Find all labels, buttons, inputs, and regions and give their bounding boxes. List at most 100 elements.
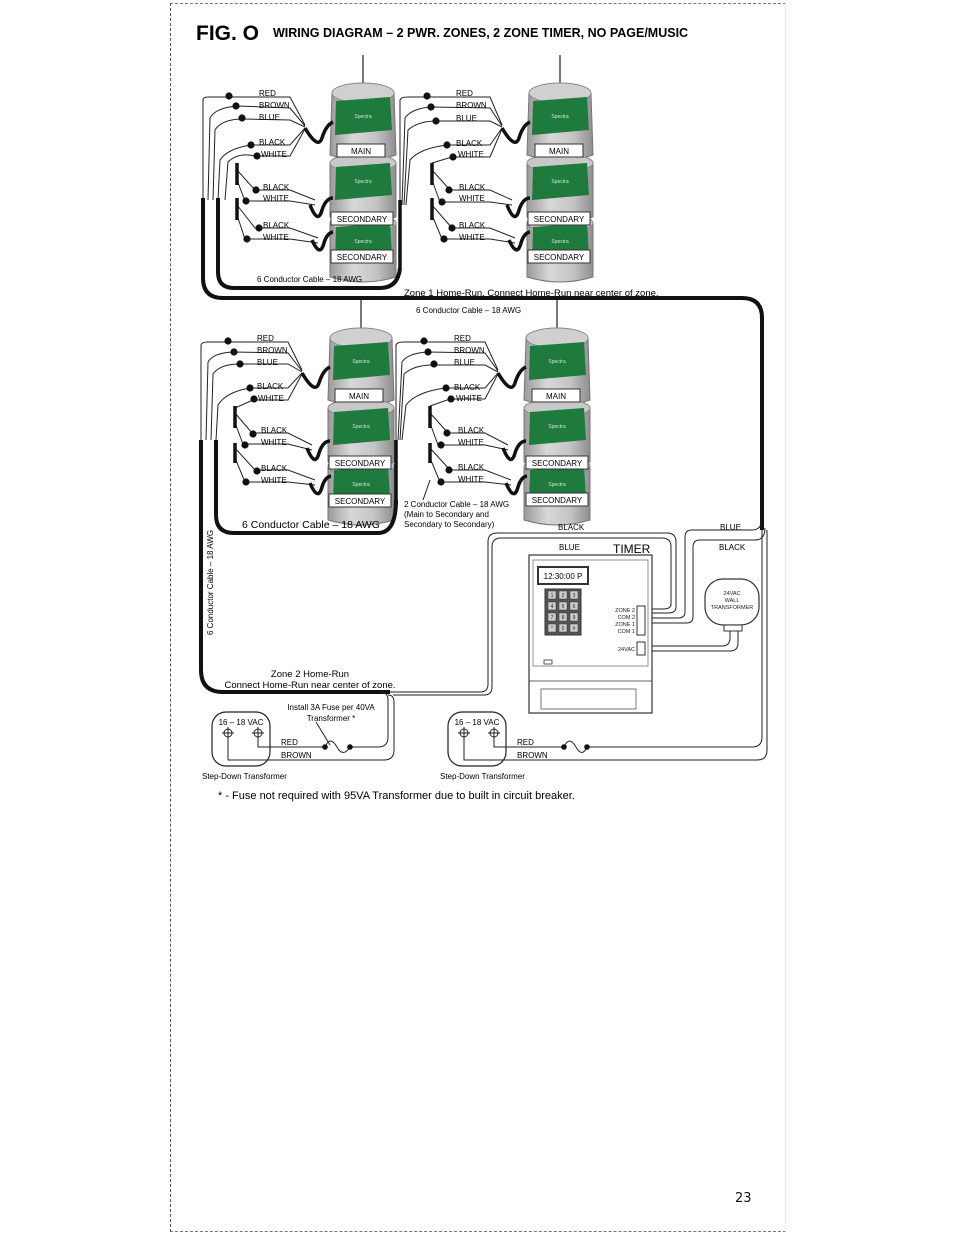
zone1-right-speaker-group: MAIN SECONDARY SECONDARY	[398, 54, 594, 283]
timer-unit: TIMER 12:30:00 P 1 2 3 4 5 6 7 8 9 * 0 #…	[528, 542, 653, 714]
wire-label-brown: BROWN	[454, 346, 485, 355]
speaker-label-secondary: SECONDARY	[532, 496, 583, 505]
wire-label-white: WHITE	[459, 233, 485, 242]
speaker-label-secondary: SECONDARY	[532, 459, 583, 468]
two-conductor-label-line2: (Main to Secondary and	[404, 510, 489, 519]
timer-wire-black-right-label: BLACK	[719, 543, 746, 552]
zone1-cable-label: 6 Conductor Cable – 18 AWG	[257, 275, 362, 284]
wire-label-red: RED	[257, 334, 274, 343]
wire-label-red: RED	[456, 89, 473, 98]
wire-label-white: WHITE	[458, 438, 484, 447]
speaker-label-secondary: SECONDARY	[335, 459, 386, 468]
footnote: * - Fuse not required with 95VA Transfor…	[218, 790, 575, 802]
zone2-right-speaker-group: MAIN SECONDARY SECONDARY	[394, 299, 591, 526]
speaker-label-secondary: SECONDARY	[335, 497, 386, 506]
zone2-left-speaker-group: MAIN SECONDARY SECONDARY	[200, 299, 395, 526]
figure-label: FIG. O	[196, 22, 259, 45]
keypad-key: 0	[562, 626, 565, 632]
step-down-caption: Step-Down Transformer	[202, 772, 287, 781]
wire-label-black: BLACK	[257, 382, 284, 391]
zone2-home-run-line2: Connect Home-Run near center of zone.	[224, 680, 395, 691]
wire-label-red: RED	[454, 334, 471, 343]
wire-label-black: BLACK	[261, 464, 288, 473]
wire-label-white: WHITE	[263, 194, 289, 203]
wire-label-white: WHITE	[263, 233, 289, 242]
zone2-six-conductor-cable	[199, 440, 398, 694]
terminal-com2: COM 2	[618, 615, 635, 621]
wire-label-black: BLACK	[456, 139, 483, 148]
page-number: 23	[735, 1191, 752, 1206]
wall-transformer-line1: 24VAC	[723, 591, 740, 597]
wire-label-black: BLACK	[454, 383, 481, 392]
wire-label-red: RED	[259, 89, 276, 98]
speaker-label-secondary: SECONDARY	[534, 253, 585, 262]
wire-label-blue: BLUE	[259, 113, 280, 122]
zone1-home-run-cable-label: 6 Conductor Cable – 18 AWG	[416, 306, 521, 315]
figure-title: WIRING DIAGRAM – 2 PWR. ZONES, 2 ZONE TI…	[273, 26, 688, 40]
keypad-key: 8	[562, 615, 565, 621]
wall-transformer: 24VAC WALL TRANSFORMER	[704, 578, 760, 632]
step-down-voltage: 16 – 18 VAC	[219, 718, 264, 727]
step-down-wire-red: RED	[281, 738, 298, 747]
keypad-key: 6	[573, 604, 576, 610]
speaker-label-main: MAIN	[349, 392, 369, 401]
zone2-vertical-cable-label: 6 Conductor Cable – 18 AWG	[206, 530, 215, 635]
two-conductor-label-line3: Secondary to Secondary)	[404, 520, 495, 529]
step-down-wire-red: RED	[517, 738, 534, 747]
keypad-key: 5	[562, 604, 565, 610]
wire-label-brown: BROWN	[259, 101, 290, 110]
wire-label-white: WHITE	[458, 150, 484, 159]
speaker-label-main: MAIN	[546, 392, 566, 401]
wire-label-black: BLACK	[459, 221, 486, 230]
two-conductor-label-line1: 2 Conductor Cable – 18 AWG	[404, 500, 509, 509]
wire-label-white: WHITE	[261, 438, 287, 447]
step-down-caption: Step-Down Transformer	[440, 772, 525, 781]
wire-label-black: BLACK	[458, 463, 485, 472]
wire-label-white: WHITE	[258, 394, 284, 403]
page-border	[170, 3, 786, 1232]
wire-label-black: BLACK	[458, 426, 485, 435]
step-down-wire-brown: BROWN	[281, 751, 312, 760]
speaker-label-secondary: SECONDARY	[337, 253, 388, 262]
keypad-key: 1	[551, 593, 554, 599]
wire-label-black: BLACK	[261, 426, 288, 435]
wire-label-white: WHITE	[261, 150, 287, 159]
timer-wire-blue-right-label: BLUE	[720, 523, 741, 532]
wire-label-black: BLACK	[263, 183, 290, 192]
timer-display: 12:30:00 P	[544, 572, 583, 581]
wire-label-white: WHITE	[459, 194, 485, 203]
keypad-key: 9	[573, 615, 576, 621]
page-border-right	[785, 3, 786, 1232]
keypad-key: *	[551, 626, 553, 632]
wire-label-black: BLACK	[259, 138, 286, 147]
speaker-label-main: MAIN	[549, 147, 569, 156]
keypad-key: 7	[551, 615, 554, 621]
keypad-key: 3	[573, 593, 576, 599]
zone1-left-speaker-group: MAIN SECONDARY SECONDARY	[202, 54, 397, 283]
terminal-com1: COM 1	[618, 629, 635, 635]
fuse-note-line1: Install 3A Fuse per 40VA	[287, 703, 375, 712]
zone2-home-run-line1: Zone 2 Home-Run	[271, 669, 349, 680]
wire-label-white: WHITE	[456, 394, 482, 403]
wall-transformer-line2: WALL	[725, 598, 740, 604]
terminal-24vac: 24VAC	[618, 647, 635, 653]
terminal-zone2: ZONE 2	[615, 608, 635, 614]
wire-label-blue: BLUE	[257, 358, 278, 367]
terminal-zone1: ZONE 1	[615, 622, 635, 628]
wall-transformer-line3: TRANSFORMER	[711, 605, 754, 611]
timer-wire-blue-label: BLUE	[559, 543, 580, 552]
timer-wire-black-label: BLACK	[558, 523, 585, 532]
speaker-label-secondary: SECONDARY	[534, 215, 585, 224]
wire-label-black: BLACK	[263, 221, 290, 230]
wire-label-black: BLACK	[459, 183, 486, 192]
step-down-transformer-2: 16 – 18 VAC RED BROWN Step-Down Transfor…	[440, 530, 768, 781]
step-down-wire-brown: BROWN	[517, 751, 548, 760]
keypad-key: #	[573, 626, 576, 632]
fuse-note-line2: Transformer *	[307, 714, 356, 723]
zone1-six-conductor-cable	[201, 198, 764, 530]
wire-label-blue: BLUE	[456, 114, 477, 123]
keypad-key: 2	[562, 593, 565, 599]
step-down-voltage: 16 – 18 VAC	[455, 718, 500, 727]
zone2-cable-label: 6 Conductor Cable – 18 AWG	[242, 519, 380, 531]
step-down-transformer-1: 16 – 18 VAC RED BROWN Step-Down Transfor…	[202, 691, 395, 781]
